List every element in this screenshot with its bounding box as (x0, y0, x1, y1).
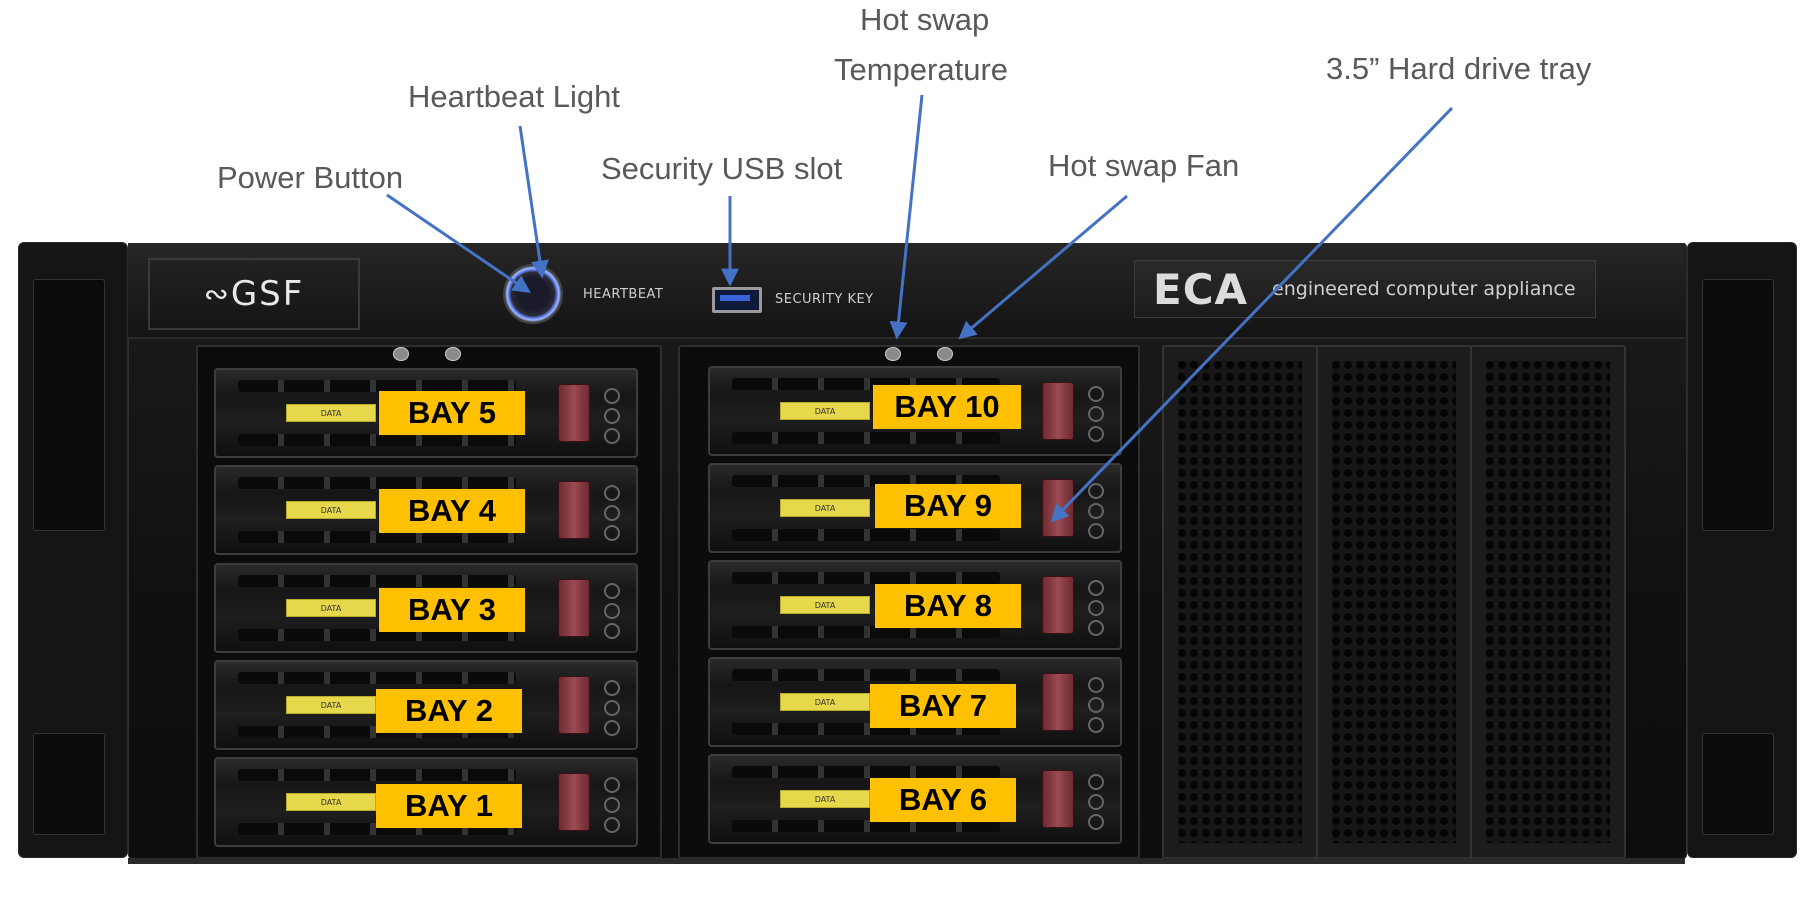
bay-label-10: BAY 10 (873, 385, 1021, 429)
bay-label-9: BAY 9 (875, 484, 1021, 528)
tray-data-label: DATA (286, 793, 376, 811)
tray-data-label: DATA (780, 693, 870, 711)
tray-data-label: DATA (780, 499, 870, 517)
tray-data-label: DATA (286, 404, 376, 422)
tray-data-label: DATA (286, 599, 376, 617)
rack-ear-left (18, 242, 128, 858)
tray-data-label: DATA (286, 501, 376, 519)
security-usb-slot[interactable] (712, 287, 762, 313)
vent-panel (1470, 345, 1626, 859)
bay-label-3: BAY 3 (379, 588, 525, 632)
hot-swap-fan-indicator (937, 347, 953, 361)
callout-security-usb-slot: Security USB slot (601, 151, 843, 186)
gsf-logo: GSF (230, 274, 305, 314)
tray-latch[interactable] (558, 481, 590, 539)
bay-label-4: BAY 4 (379, 489, 525, 533)
bay-label-2: BAY 2 (376, 689, 522, 733)
heartbeat-label: HEARTBEAT (583, 287, 664, 302)
drive-tray[interactable]: DATA (214, 660, 638, 750)
callout-hot-swap-line1: Hot swap (860, 2, 990, 37)
eca-logo: ECA (1153, 264, 1249, 314)
bay-label-8: BAY 8 (875, 584, 1021, 628)
tray-latch[interactable] (1042, 576, 1074, 634)
security-key-label: SECURITY KEY (775, 292, 874, 307)
tray-latch[interactable] (1042, 673, 1074, 731)
tray-data-label: DATA (780, 790, 870, 808)
temperature-indicator-icon (393, 347, 409, 361)
bay-label-6: BAY 6 (870, 778, 1016, 822)
tray-data-label: DATA (780, 596, 870, 614)
bay-label-7: BAY 7 (870, 684, 1016, 728)
power-button[interactable] (503, 264, 563, 324)
tray-latch[interactable] (558, 676, 590, 734)
bay-label-5: BAY 5 (379, 391, 525, 435)
vent-panel (1162, 345, 1318, 859)
fan-indicator-icon (445, 347, 461, 361)
callout-heartbeat-light: Heartbeat Light (408, 79, 620, 114)
tray-latch[interactable] (558, 579, 590, 637)
tray-latch[interactable] (558, 384, 590, 442)
tray-latch[interactable] (558, 773, 590, 831)
drive-tray[interactable]: DATA (214, 368, 638, 458)
tray-latch[interactable] (1042, 382, 1074, 440)
eca-tagline: engineered computer appliance (1272, 278, 1576, 300)
tray-data-label: DATA (780, 402, 870, 420)
tray-latch[interactable] (1042, 479, 1074, 537)
callout-hard-drive-tray: 3.5” Hard drive tray (1326, 51, 1592, 86)
drive-tray[interactable]: DATA (214, 757, 638, 847)
tray-data-label: DATA (286, 696, 376, 714)
eca-logo-plate: ECA engineered computer appliance (1134, 260, 1596, 318)
gsf-logo-plate: ∾ GSF (148, 258, 360, 330)
gsf-swoosh-icon: ∾ (203, 276, 229, 312)
chassis-bottom-lip (128, 858, 1685, 864)
bay-label-1: BAY 1 (376, 784, 522, 828)
callout-hot-swap-temperature: Temperature (834, 52, 1009, 87)
callout-hot-swap-fan: Hot swap Fan (1048, 148, 1240, 183)
callout-power-button: Power Button (217, 160, 404, 195)
tray-latch[interactable] (1042, 770, 1074, 828)
vent-panel (1316, 345, 1472, 859)
drive-tray[interactable]: DATA (708, 754, 1122, 844)
rack-ear-right (1687, 242, 1797, 858)
hot-swap-temperature-indicator (885, 347, 901, 361)
